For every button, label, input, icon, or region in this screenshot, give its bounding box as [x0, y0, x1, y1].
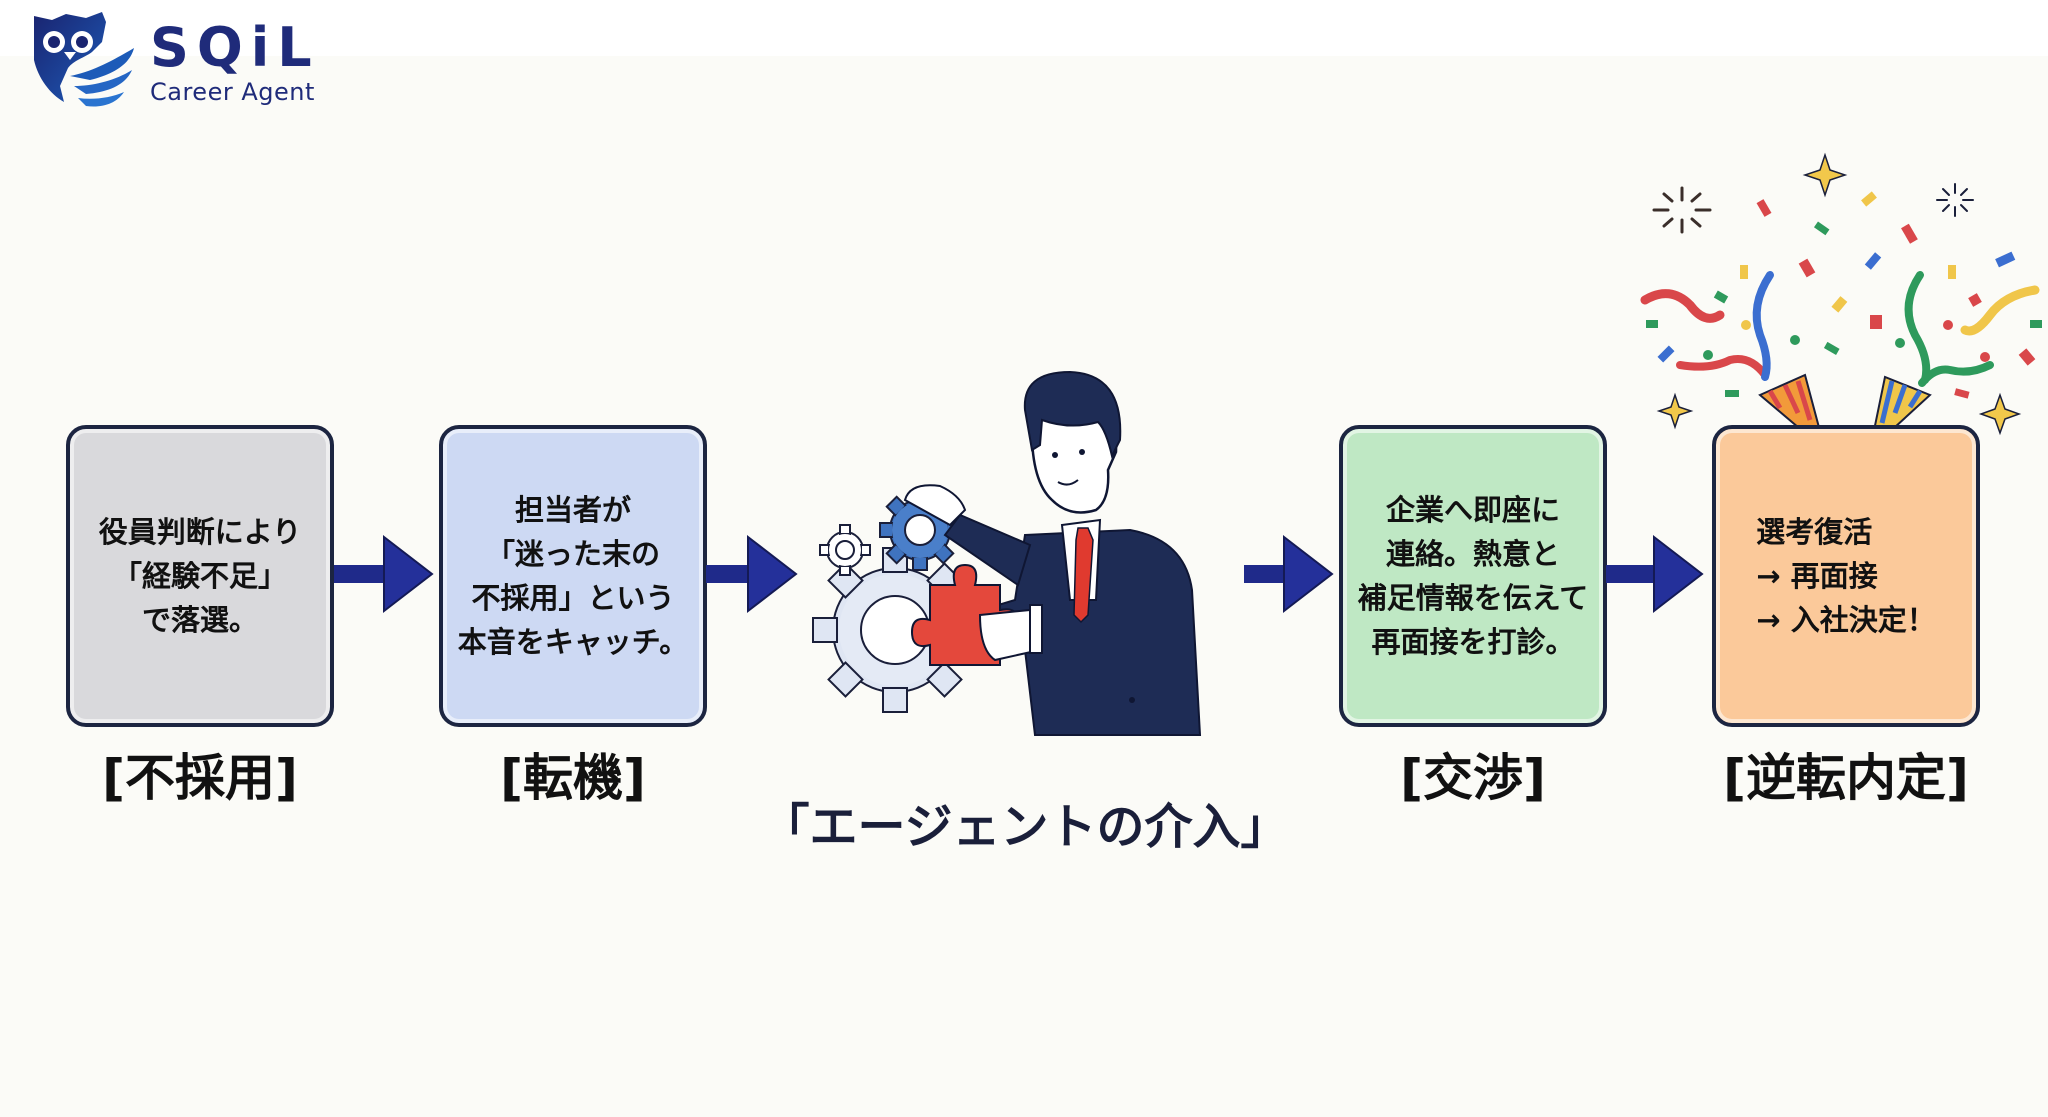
step-box-turning-point: 担当者が 「迷った末の 不採用」という 本音をキャッチ。 — [439, 425, 707, 727]
right-arrow-icon — [1606, 535, 1704, 614]
step-label-rejection: [不採用] — [102, 749, 298, 807]
step-label-final-offer: [逆転内定] — [1723, 749, 1969, 807]
brand-logo: SQiL Career Agent — [30, 12, 350, 112]
logo-name: SQiL — [150, 16, 320, 79]
logo-subtitle: Career Agent — [150, 78, 315, 106]
step-label-negotiation: [交渉] — [1400, 749, 1546, 807]
agent-intervention-caption: 「エージェントの介入」 — [761, 799, 1289, 855]
top-band — [0, 0, 2048, 56]
right-arrow-icon — [1244, 535, 1334, 614]
step-text: 役員判断により 「経験不足」 で落選。 — [98, 515, 302, 637]
businessman-with-gears-and-puzzle-icon — [812, 370, 1202, 736]
step-text: 担当者が 「迷った末の 不採用」という 本音をキャッチ。 — [457, 493, 689, 659]
step-text: 選考復活 → 再面接 → 入社決定！ — [1756, 515, 1936, 637]
owl-logo-icon — [34, 12, 134, 107]
right-arrow-icon — [706, 535, 798, 614]
step-label-turning-point: [転機] — [500, 749, 646, 807]
step-text: 企業へ即座に 連絡。熱意と 補足情報を伝えて 再面接を打診。 — [1357, 493, 1589, 659]
step-box-rejection: 役員判断により 「経験不足」 で落選。 — [66, 425, 334, 727]
step-box-negotiation: 企業へ即座に 連絡。熱意と 補足情報を伝えて 再面接を打診。 — [1339, 425, 1607, 727]
party-popper-confetti-icon — [1640, 152, 2042, 445]
step-box-final-offer: 選考復活 → 再面接 → 入社決定！ — [1712, 425, 1980, 727]
right-arrow-icon — [334, 535, 434, 614]
